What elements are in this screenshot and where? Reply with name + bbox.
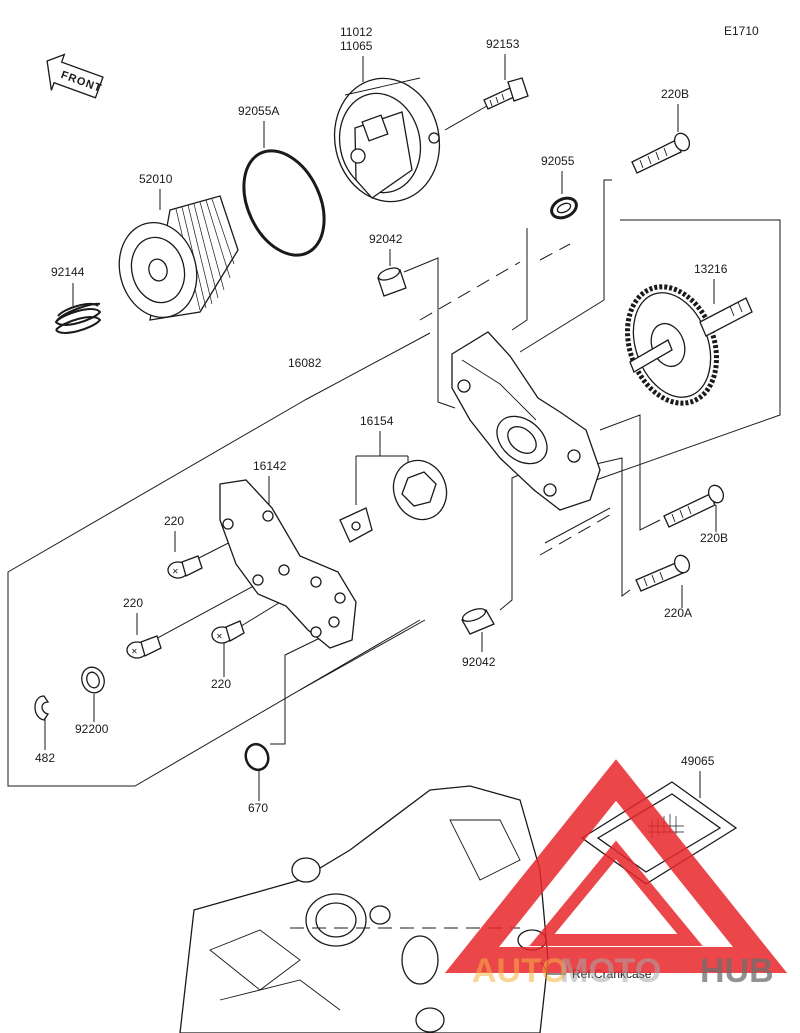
watermark-hub: HUB [700,952,774,990]
screw-220-c: ✕ [211,620,245,644]
front-arrow-icon: FRONT [46,53,104,99]
label-52010: 52010 [139,172,173,186]
label-11012: 11012 [340,25,373,39]
label-92042-top: 92042 [369,232,403,246]
label-16082: 16082 [288,356,322,370]
bolt-220a [635,554,691,592]
label-220-a: 220 [164,514,184,528]
label-11065: 11065 [340,39,373,53]
label-92144: 92144 [51,265,85,279]
gear-shaft-13216 [625,284,753,406]
bolt-220b-top [631,132,691,174]
o-ring-670 [244,742,270,772]
diagram-code: E1710 [724,24,759,38]
label-670: 670 [248,801,268,815]
svg-text:✕: ✕ [172,567,179,576]
watermark-auto: AUTO [472,952,568,990]
washer-92200 [81,666,105,694]
svg-text:✕: ✕ [216,632,223,641]
label-92042-bottom: 92042 [462,655,496,669]
label-220a: 220A [664,606,692,620]
oil-filter-52010 [118,195,239,321]
label-49065: 49065 [681,754,715,768]
watermark-triangle-icon [444,759,788,973]
label-92153: 92153 [486,37,520,51]
label-16154: 16154 [360,414,394,428]
rotor-16154 [339,459,448,543]
part-labels: E1710 11012 11065 92153 220B 92055A 9205… [35,24,759,815]
pump-cover-16142 [219,479,357,649]
clip-482 [34,695,50,721]
label-220b-bottom: 220B [700,531,728,545]
screw-220-a: ✕ [167,555,203,579]
label-92055a: 92055A [238,104,279,118]
automotohub-watermark: AUTO MOTO HUB [444,759,788,990]
label-16142: 16142 [253,459,287,473]
label-482: 482 [35,751,55,765]
bolt-92153 [483,77,529,110]
oil-pump-body [451,331,601,511]
label-220b-top: 220B [661,87,689,101]
dowel-92042-top [377,267,407,297]
label-220-b: 220 [123,596,143,610]
watermark-moto: MOTO [560,952,661,990]
label-13216: 13216 [694,262,728,276]
seal-92055 [550,196,578,220]
label-92200: 92200 [75,722,109,736]
dowel-92042-bottom [461,608,495,635]
o-ring-92055a [242,149,326,257]
bolt-220b-bottom [663,484,725,528]
label-92055: 92055 [541,154,575,168]
oil-filter-cover [333,77,441,203]
label-220-c: 220 [211,677,231,691]
svg-text:✕: ✕ [131,647,138,656]
spring-92144 [54,302,102,334]
screw-220-b: ✕ [126,635,162,659]
